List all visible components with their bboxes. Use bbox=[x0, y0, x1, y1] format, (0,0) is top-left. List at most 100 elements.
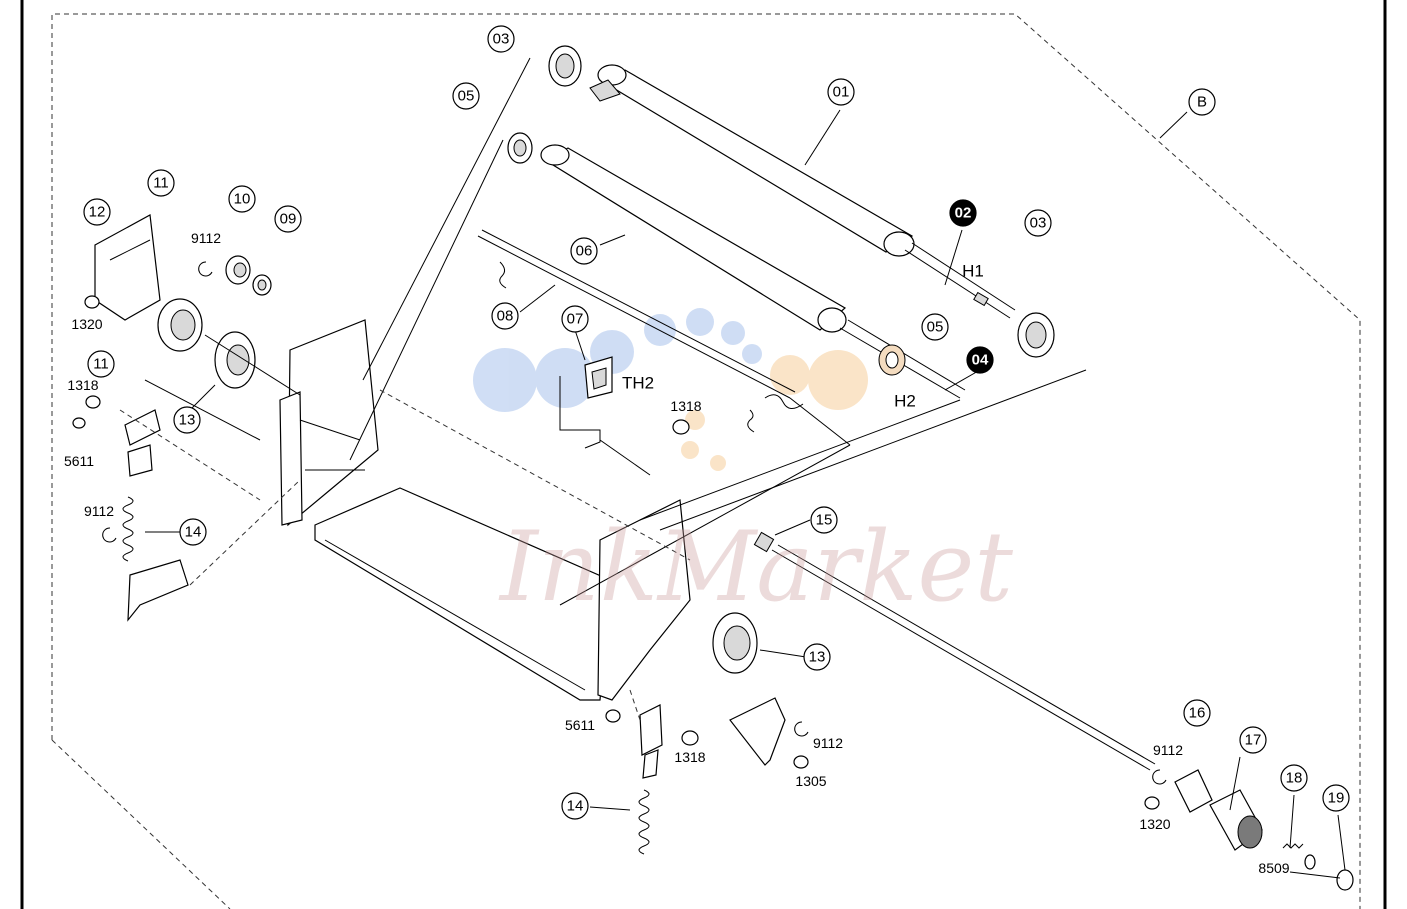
svg-text:10: 10 bbox=[234, 191, 251, 208]
callout-06: 06 bbox=[570, 237, 598, 265]
bracket-lower-center bbox=[639, 704, 663, 779]
watermark-dots bbox=[473, 308, 868, 471]
left-side-frame bbox=[279, 319, 379, 527]
callout-leaders bbox=[145, 109, 1346, 871]
label-h1: H1 bbox=[962, 262, 984, 281]
watermark-text: InkMarket bbox=[498, 511, 1013, 623]
callout-02: 02 bbox=[949, 199, 977, 227]
svg-text:05: 05 bbox=[458, 88, 475, 105]
callout-13-right: 13 bbox=[803, 643, 831, 671]
bushing-03-top bbox=[548, 45, 582, 87]
part-code-9112: 9112 bbox=[1153, 742, 1183, 758]
callout-10: 10 bbox=[228, 185, 256, 213]
callout-18: 18 bbox=[1280, 764, 1308, 792]
gear-17 bbox=[1209, 789, 1263, 851]
bracket-left-upper bbox=[94, 214, 161, 321]
part-code-9112: 9112 bbox=[813, 735, 843, 751]
callout-17: 17 bbox=[1239, 726, 1267, 754]
assembly-lines bbox=[119, 57, 1087, 721]
section-marker-b: B bbox=[1188, 88, 1216, 116]
svg-text:16: 16 bbox=[1189, 705, 1206, 722]
bracket-lower-right bbox=[729, 697, 786, 766]
part-code-5611: 5611 bbox=[565, 717, 595, 733]
rod-08 bbox=[477, 229, 804, 433]
part-code-1320: 1320 bbox=[71, 316, 102, 332]
callout-05-top: 05 bbox=[452, 82, 480, 110]
roller-06 bbox=[540, 144, 966, 399]
part-code-1318: 1318 bbox=[67, 377, 98, 393]
drive-shaft bbox=[753, 531, 1156, 771]
callout-03-right: 03 bbox=[1024, 209, 1052, 237]
part-code-9112: 9112 bbox=[191, 230, 221, 246]
svg-text:14: 14 bbox=[185, 524, 202, 541]
part-code-1305: 1305 bbox=[795, 773, 826, 789]
spring-14-left bbox=[122, 496, 134, 562]
callout-12: 12 bbox=[83, 198, 111, 226]
spring-14-lower bbox=[638, 789, 650, 855]
svg-text:08: 08 bbox=[497, 308, 514, 325]
callout-05-right: 05 bbox=[921, 313, 949, 341]
page-frame bbox=[20, 0, 1387, 909]
part-code-1318: 1318 bbox=[670, 398, 701, 414]
callout-13-left: 13 bbox=[173, 406, 201, 434]
svg-text:03: 03 bbox=[1030, 215, 1047, 232]
svg-text:14: 14 bbox=[567, 798, 584, 815]
callout-16: 16 bbox=[1183, 699, 1211, 727]
callout-14-lower: 14 bbox=[561, 792, 589, 820]
small-fasteners bbox=[72, 261, 1167, 810]
svg-text:13: 13 bbox=[809, 649, 826, 666]
callout-01: 01 bbox=[827, 78, 855, 106]
callout-14-left: 14 bbox=[179, 518, 207, 546]
bushing-05-right bbox=[878, 344, 906, 376]
part-code-1320: 1320 bbox=[1139, 816, 1170, 832]
callout-03-top: 03 bbox=[487, 25, 515, 53]
label-th2: TH2 bbox=[622, 374, 654, 393]
svg-text:B: B bbox=[1197, 94, 1207, 111]
cap-19 bbox=[1289, 869, 1354, 891]
thermistor-07 bbox=[559, 356, 651, 476]
callout-08: 08 bbox=[491, 302, 519, 330]
bracket-left-lower bbox=[127, 559, 189, 622]
svg-text:12: 12 bbox=[89, 204, 106, 221]
spring-18 bbox=[1282, 843, 1316, 870]
svg-text:11: 11 bbox=[93, 356, 109, 373]
callout-19: 19 bbox=[1322, 784, 1350, 812]
callout-04: 04 bbox=[966, 346, 994, 374]
callout-15: 15 bbox=[810, 506, 838, 534]
gear-10 bbox=[225, 255, 251, 285]
assembly-boundary bbox=[51, 13, 1361, 909]
svg-text:06: 06 bbox=[576, 243, 593, 260]
svg-text:05: 05 bbox=[927, 319, 944, 336]
svg-text:02: 02 bbox=[955, 205, 972, 222]
bearing-13-right bbox=[712, 612, 758, 674]
svg-text:15: 15 bbox=[816, 512, 833, 529]
svg-text:09: 09 bbox=[280, 211, 297, 228]
bushing-03-right bbox=[1017, 312, 1055, 358]
svg-text:18: 18 bbox=[1286, 770, 1303, 787]
roller-01 bbox=[589, 64, 1016, 319]
svg-text:17: 17 bbox=[1245, 732, 1262, 749]
main-chassis bbox=[314, 487, 691, 701]
svg-text:07: 07 bbox=[567, 311, 584, 328]
part-code-1318: 1318 bbox=[674, 749, 705, 765]
callout-11-mid: 11 bbox=[87, 350, 115, 378]
svg-text:11: 11 bbox=[153, 175, 169, 192]
part-code-8509: 8509 bbox=[1258, 860, 1289, 876]
svg-text:19: 19 bbox=[1328, 790, 1345, 807]
label-h2: H2 bbox=[894, 392, 916, 411]
callout-07: 07 bbox=[561, 305, 589, 333]
part-code-5611: 5611 bbox=[64, 453, 94, 469]
svg-text:04: 04 bbox=[972, 352, 989, 369]
callout-11-top: 11 bbox=[147, 169, 175, 197]
bushing-05-top bbox=[507, 132, 533, 164]
coupling-16 bbox=[1174, 769, 1213, 813]
bearing-13-left bbox=[214, 331, 256, 389]
svg-text:03: 03 bbox=[493, 31, 510, 48]
bracket-left-mid bbox=[124, 409, 161, 477]
svg-text:01: 01 bbox=[833, 84, 850, 101]
bearing-09 bbox=[252, 274, 272, 296]
svg-text:13: 13 bbox=[179, 412, 196, 429]
part-code-9112: 9112 bbox=[84, 503, 114, 519]
callout-09: 09 bbox=[274, 205, 302, 233]
